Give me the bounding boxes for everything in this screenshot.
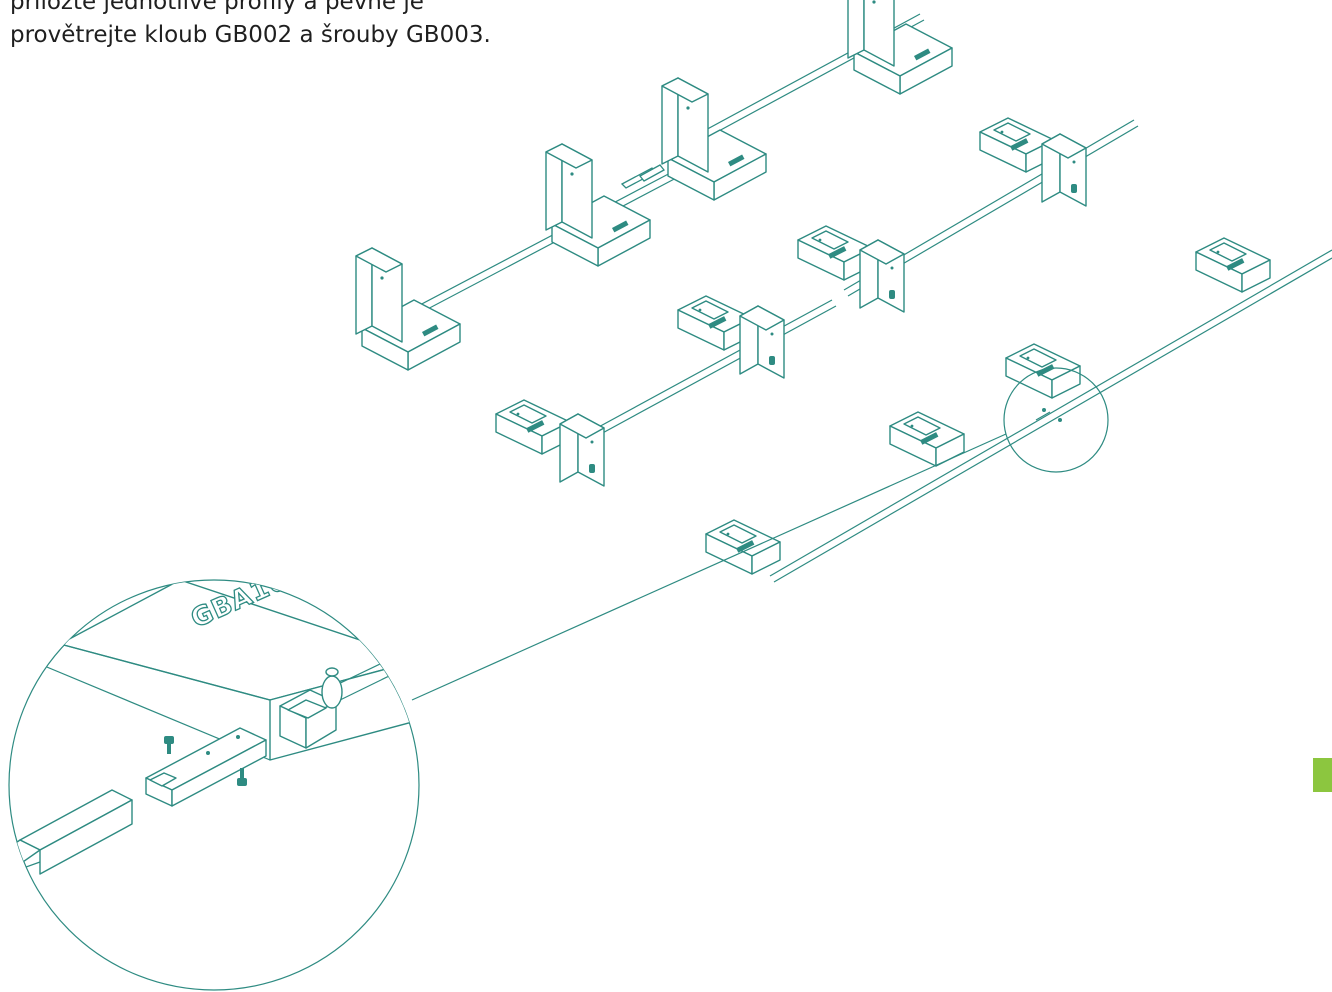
page-tab-marker: [1313, 758, 1332, 792]
row-3: [705, 237, 1332, 583]
row-1: [355, 0, 953, 371]
screw-2: [237, 768, 247, 786]
instruction-line-1: přiložte jednotlivé profily a pevně je: [10, 0, 424, 15]
detail-circle: [8, 579, 420, 991]
detail-view: GBA10: [8, 579, 420, 991]
highlight-circle: [1003, 367, 1109, 473]
instruction-line-2: provětrejte kloub GB002 a šrouby GB003.: [10, 22, 491, 48]
row-2: [495, 117, 1139, 487]
instruction-text: přiložte jednotlivé profily a pevně je p…: [10, 0, 491, 52]
screw-1: [164, 736, 174, 754]
